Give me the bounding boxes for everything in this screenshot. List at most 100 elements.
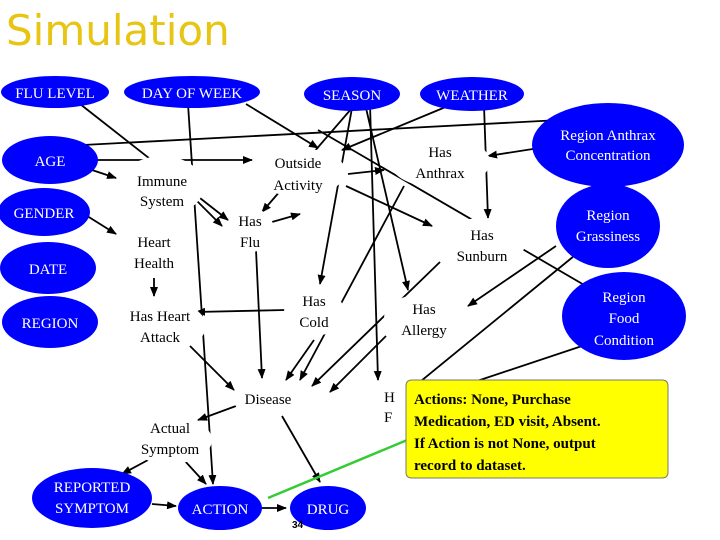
node-region-anthrax-line2: Concentration	[566, 148, 651, 164]
node-has-cold-line2: Cold	[299, 315, 329, 331]
node-heart-health	[114, 226, 194, 278]
node-has-heart-attack-line2: Attack	[140, 330, 180, 346]
node-region-label: REGION	[22, 316, 79, 332]
node-reported-symptom-line1: REPORTED	[54, 480, 131, 496]
edge-immune-hasflu	[193, 197, 223, 227]
edge-actual-reported	[121, 459, 149, 475]
edge-season-hascold	[317, 107, 353, 285]
slide-title: Simulation	[6, 6, 230, 55]
node-region-grassiness-line2: Grassiness	[576, 229, 640, 245]
node-region-grassiness	[556, 184, 660, 268]
node-weather	[420, 77, 524, 111]
node-reported-symptom-line2: SYMPTOM	[55, 501, 129, 517]
node-heart-health-line2: Health	[134, 256, 174, 272]
node-has-allergy-line2: Allergy	[401, 323, 447, 339]
node-heart-health-line1: Heart	[137, 235, 171, 251]
edge-actual-action	[183, 459, 207, 485]
edge-gender-heart	[83, 213, 117, 235]
white-nodes: Immune System Heart Health Has Heart Att…	[114, 136, 526, 464]
node-has-flu-line2: Flu	[240, 235, 261, 251]
node-outside-line2: Activity	[273, 178, 323, 194]
node-has-anthrax-line2: Anthrax	[415, 166, 465, 182]
edge-disease-drug	[281, 415, 321, 483]
callout-line-3: If Action is not None, output	[414, 436, 596, 452]
node-has-anthrax	[390, 136, 490, 188]
edge-hasanthrax-disease	[299, 185, 405, 381]
edge-season-hasallergy	[365, 107, 410, 291]
edge-grass-hidden	[409, 255, 575, 391]
node-age-label: AGE	[35, 154, 66, 170]
node-has-allergy	[384, 294, 464, 342]
node-gender	[0, 188, 90, 236]
node-immune-line2: System	[140, 194, 185, 210]
node-season	[304, 77, 400, 111]
edge-outside-sunburn	[345, 185, 433, 227]
node-region-grassiness-line1: Region	[586, 208, 630, 224]
node-has-heart-attack	[114, 300, 206, 352]
edge-hasflu-disease	[255, 249, 266, 379]
node-date-label: DATE	[29, 262, 67, 278]
node-drug	[290, 486, 366, 530]
node-has-sunburn	[438, 218, 526, 266]
node-gender-label: GENDER	[14, 206, 75, 222]
node-region-anthrax-line1: Region Anthrax	[560, 128, 656, 144]
edge-reported-action	[151, 501, 177, 510]
node-region-anthrax	[532, 103, 684, 187]
node-day-of-week-label: DAY OF WEEK	[142, 86, 242, 102]
node-region-food-line2: Food	[609, 311, 640, 327]
node-has-cold-line1: Has	[302, 294, 325, 310]
edge-hasflu-sunburn	[271, 212, 301, 223]
callout-pointer	[267, 436, 413, 500]
edge-hascold-heartattack	[195, 307, 287, 316]
node-region-food	[562, 272, 686, 360]
node-region-food-line1: Region	[602, 290, 646, 306]
edge-weather-long	[369, 103, 382, 381]
edge-outside-anthrax	[347, 167, 385, 175]
node-has-sunburn-line1: Has	[470, 228, 493, 244]
edge-heartattack-disease	[189, 345, 235, 391]
node-immune-system	[120, 156, 204, 216]
node-date	[0, 242, 96, 294]
page-number: 34	[292, 520, 304, 531]
node-has-sunburn-line2: Sunburn	[457, 249, 508, 265]
node-flu-level	[1, 76, 109, 108]
action-callout: Actions: None, Purchase Medication, ED v…	[405, 379, 669, 479]
node-outside-activity	[250, 148, 346, 196]
node-has-heart-attack-line1: Has Heart	[130, 309, 191, 325]
edge-disease-actual	[197, 405, 237, 421]
node-actual-symptom-line2: Symptom	[141, 442, 200, 458]
callout-line-1: Actions: None, Purchase	[414, 392, 571, 408]
edge-regionanthrax-age	[63, 119, 561, 150]
node-region	[2, 296, 98, 348]
node-has-flu-line1: Has	[238, 214, 261, 230]
node-has-allergy-line1: Has	[412, 302, 435, 318]
node-actual-symptom-line1: Actual	[150, 421, 190, 437]
node-age	[2, 136, 98, 184]
node-season-label: SEASON	[323, 88, 382, 104]
edge-top-food	[317, 129, 611, 301]
node-has-anthrax-line1: Has	[428, 145, 451, 161]
node-outside-line1: Outside	[275, 156, 322, 172]
node-action	[178, 486, 262, 530]
node-drug-label: DRUG	[307, 502, 350, 518]
edge-dayofweek-outside	[245, 103, 319, 149]
node-actual-symptom	[128, 416, 212, 464]
callout-line-2: Medication, ED visit, Absent.	[414, 414, 601, 430]
node-disease	[232, 380, 304, 416]
node-weather-label: WEATHER	[436, 88, 508, 104]
node-day-of-week	[124, 76, 260, 108]
node-action-label: ACTION	[192, 502, 249, 518]
node-immune-line1: Immune	[137, 174, 187, 190]
node-flu-level-label: FLU LEVEL	[15, 86, 95, 102]
node-hidden-line2: F	[384, 410, 392, 426]
node-has-cold	[284, 288, 344, 336]
node-region-food-line3: Condition	[594, 333, 655, 349]
node-hidden-line1: H	[384, 390, 395, 406]
node-reported-symptom	[32, 468, 152, 528]
node-has-flu	[226, 208, 274, 252]
edge-hascold-disease	[285, 339, 315, 381]
callout-line-4: record to dataset.	[414, 458, 526, 474]
blue-nodes: FLU LEVEL DAY OF WEEK SEASON WEATHER AGE…	[0, 76, 686, 530]
node-disease-label: Disease	[245, 392, 292, 408]
